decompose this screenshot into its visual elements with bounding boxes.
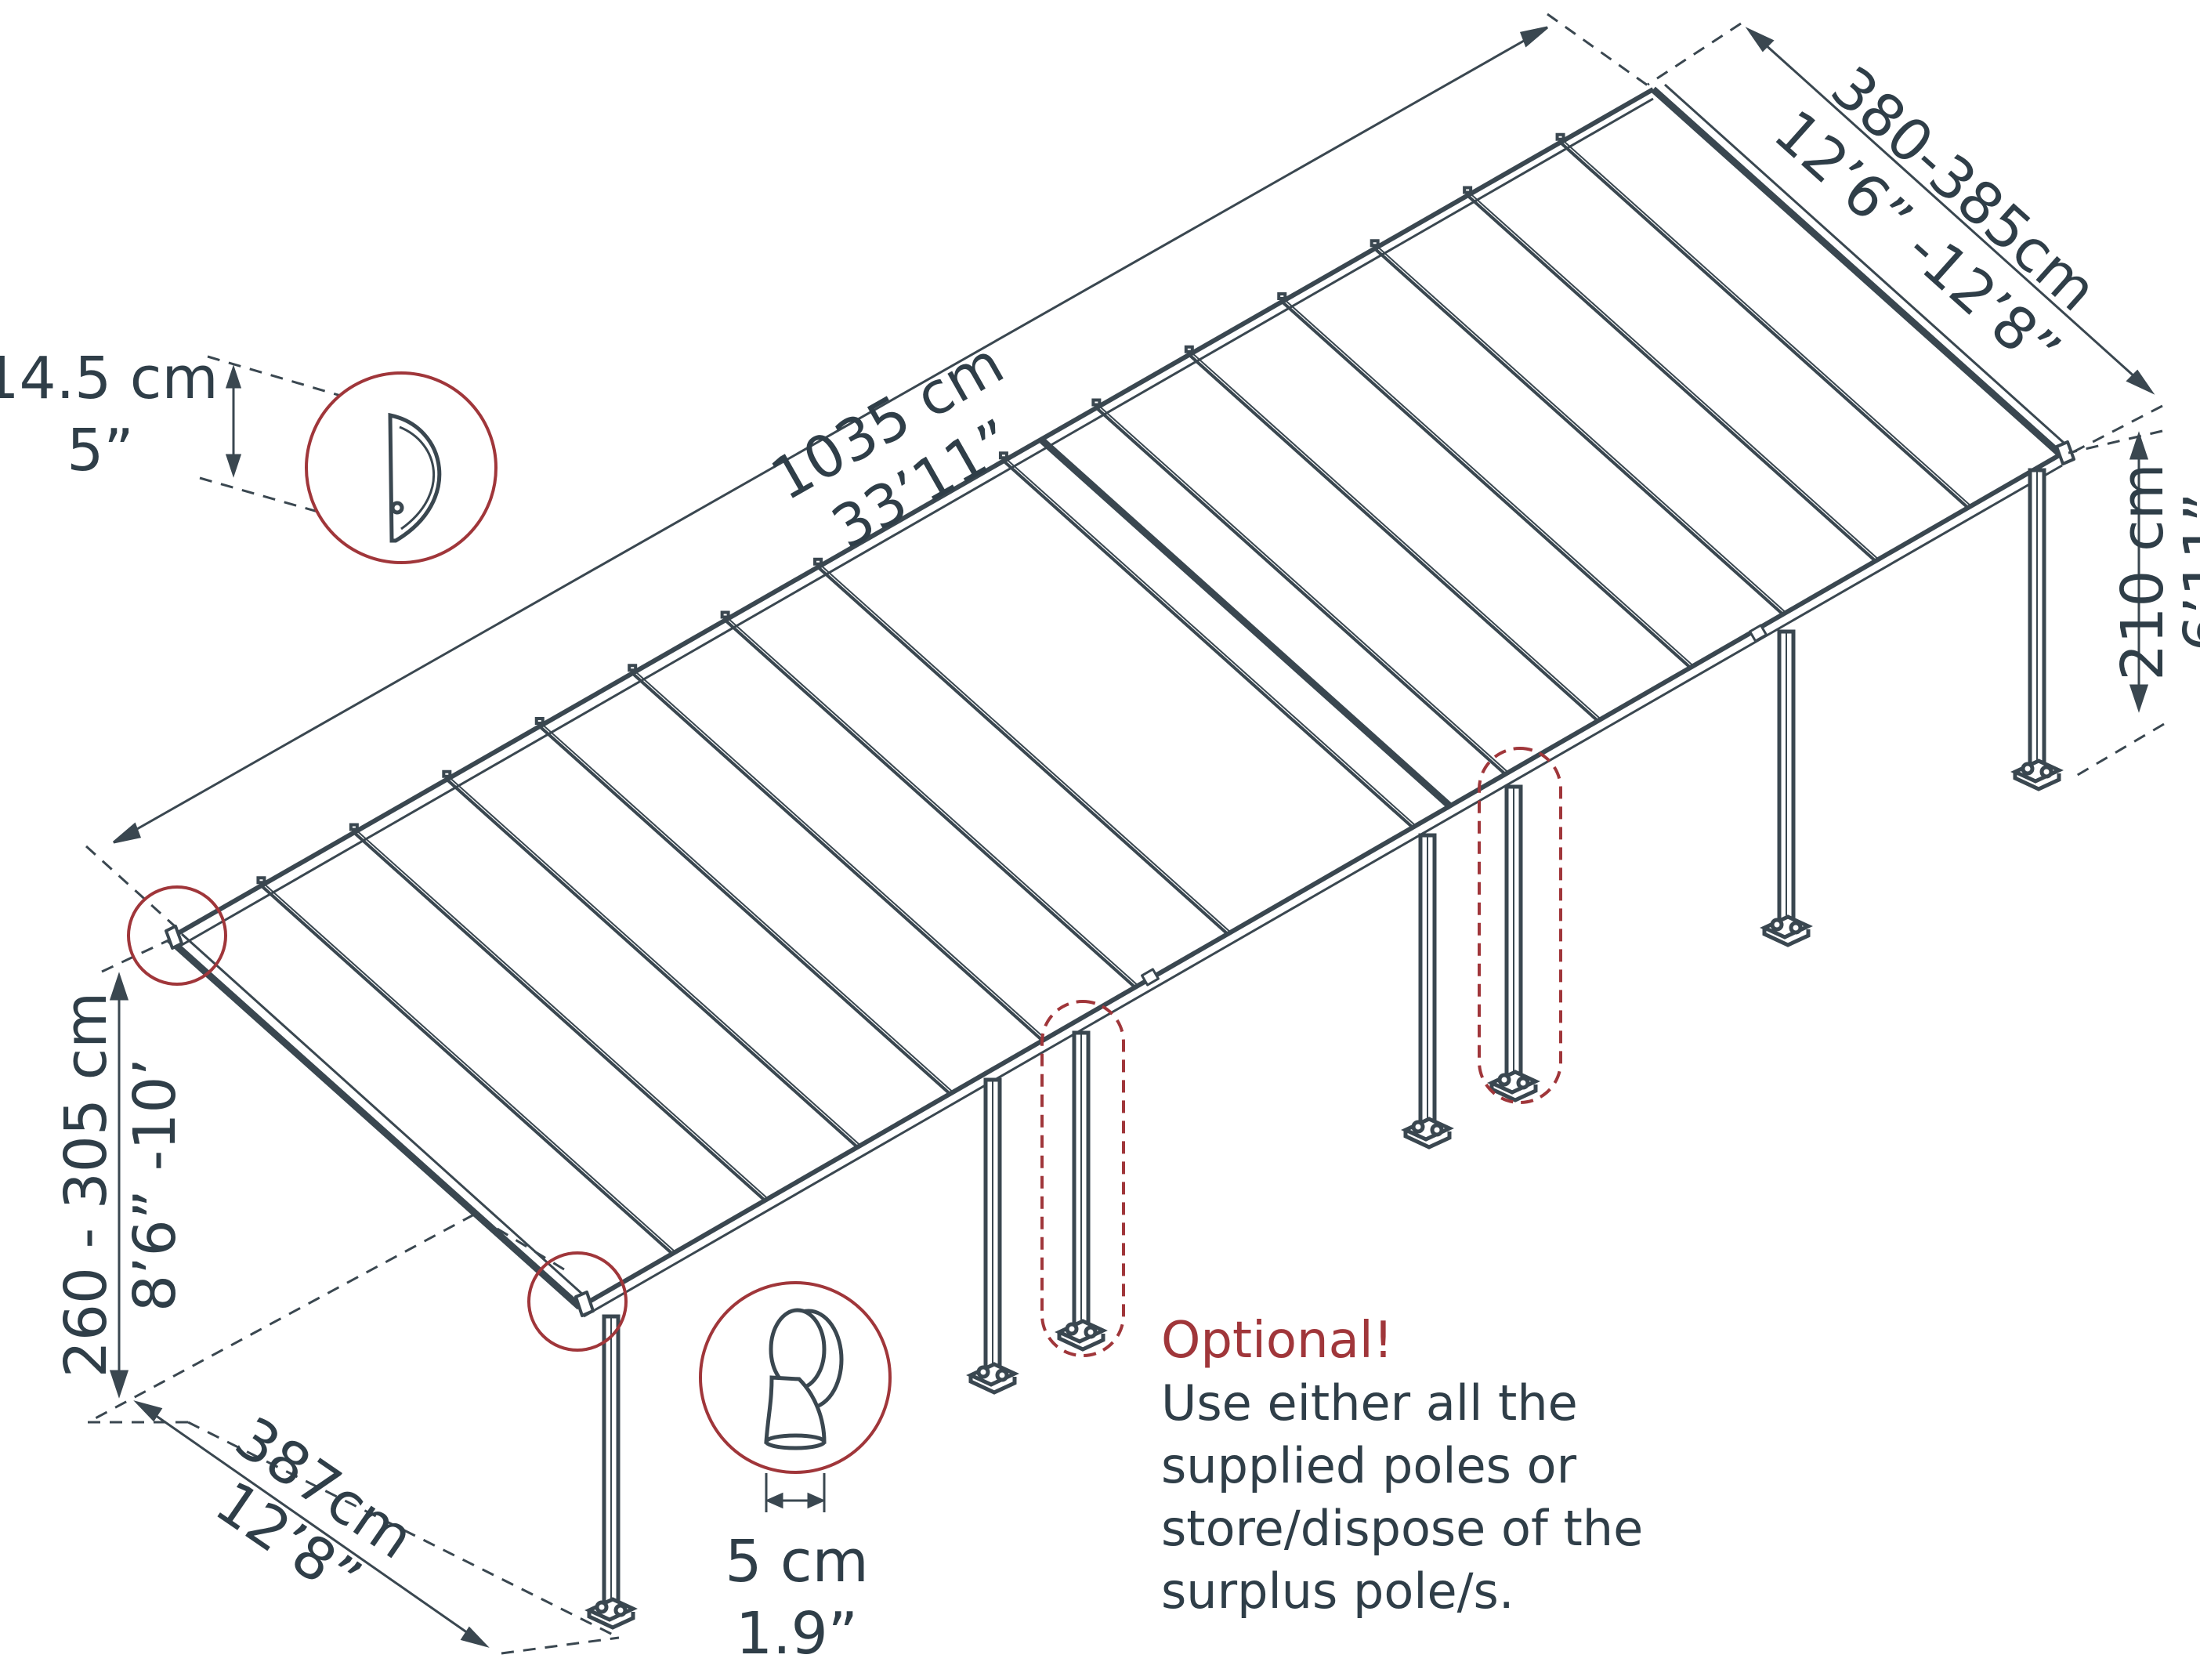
roof-rib-edge: [1562, 140, 1972, 507]
beam-bolt: [1463, 186, 1473, 194]
roof-rib: [1559, 141, 1970, 509]
post-profile-icon: [764, 1308, 844, 1450]
roof-rib: [1466, 194, 1877, 563]
roof-rib: [445, 778, 859, 1149]
roof-rib: [724, 619, 1137, 989]
roof-rib: [260, 884, 674, 1255]
roof-rib-edge: [1006, 458, 1417, 827]
right-end-rafter: [1650, 86, 2064, 458]
roof-rib: [1280, 300, 1692, 669]
roof-rib: [538, 725, 951, 1095]
roof-panels: [256, 132, 1972, 1255]
beam-bolt: [1091, 398, 1102, 407]
post: [2010, 468, 2064, 791]
wall-beam: [167, 87, 1655, 941]
roof-rib-edge: [820, 565, 1232, 933]
roof-rib-edge: [449, 777, 862, 1146]
beam-bolt: [1184, 345, 1194, 353]
gutter-imperial: 5”: [67, 417, 133, 484]
beam-bolt: [1555, 132, 1565, 141]
beam-bolt: [998, 451, 1008, 460]
beam-bolt: [534, 717, 545, 725]
optional-post-highlight-1: [1040, 1000, 1125, 1357]
extension-lines: [85, 13, 2165, 1655]
beam-bolt: [256, 876, 266, 885]
front-gutter-beam: [578, 452, 2062, 1309]
post-imperial: 1.9”: [736, 1600, 858, 1667]
beam-bolt: [442, 769, 452, 778]
roof-rib-edge: [542, 724, 954, 1093]
note-line-4: surplus pole/s.: [1161, 1562, 1514, 1620]
roof-rib: [1095, 407, 1507, 776]
roof-frame: [165, 83, 2075, 1318]
callout-corner-left: [127, 885, 227, 986]
wall-height-metric: 210 cm: [2109, 463, 2176, 681]
roof-rib-edge: [727, 617, 1139, 987]
optional-post-highlight-2: [1478, 747, 1562, 1104]
roof-rib: [1373, 247, 1784, 616]
front-height-metric: 260 - 305 cm: [52, 992, 120, 1378]
roof-rib: [1188, 353, 1599, 722]
beam-bolt: [1370, 239, 1380, 248]
note-line-2: supplied poles or: [1161, 1437, 1577, 1494]
post: [1760, 629, 1813, 947]
post-metric: 5 cm: [725, 1528, 868, 1595]
roof-rib-edge: [356, 830, 769, 1200]
post: [1401, 833, 1454, 1150]
note-line-3: store/dispose of the: [1161, 1500, 1643, 1557]
roof-rib: [631, 672, 1044, 1042]
post: [1487, 784, 1540, 1102]
post: [1055, 1030, 1108, 1352]
roof-rib-edge: [1377, 246, 1787, 614]
roof-rib-edge: [1470, 193, 1880, 560]
post: [966, 1077, 1019, 1395]
gutter-profile-icon: [388, 412, 442, 543]
roof-rib-edge: [1284, 299, 1695, 667]
beam-bolt: [720, 610, 730, 619]
roof-rib: [353, 831, 766, 1202]
front-height-imperial: 8’6” -10’: [121, 1058, 189, 1312]
roof-rib-edge: [263, 883, 676, 1253]
callout-corner-front: [527, 1251, 628, 1352]
wall-height-imperial: 6’11”: [2172, 492, 2200, 651]
roof-rib-edge: [1192, 353, 1602, 720]
left-end-rafter: [165, 936, 583, 1310]
roof-rib: [1002, 459, 1414, 829]
note-line-1: Use either all the: [1161, 1374, 1578, 1432]
note-title: Optional!: [1161, 1312, 1393, 1370]
beam-bolt: [1277, 292, 1287, 300]
gutter-metric: 14.5 cm: [0, 345, 219, 412]
beam-bolt: [628, 664, 638, 672]
support-posts: [584, 468, 2064, 1630]
middle-rafter: [1039, 437, 1454, 810]
beam-bolt: [349, 823, 359, 831]
post: [584, 1314, 638, 1630]
roof-rib: [816, 566, 1229, 936]
dimension-arrows: [109, 26, 2155, 1648]
roof-rib-edge: [635, 671, 1047, 1040]
beam-bolt: [813, 557, 823, 566]
roof-rib-edge: [1098, 405, 1509, 773]
